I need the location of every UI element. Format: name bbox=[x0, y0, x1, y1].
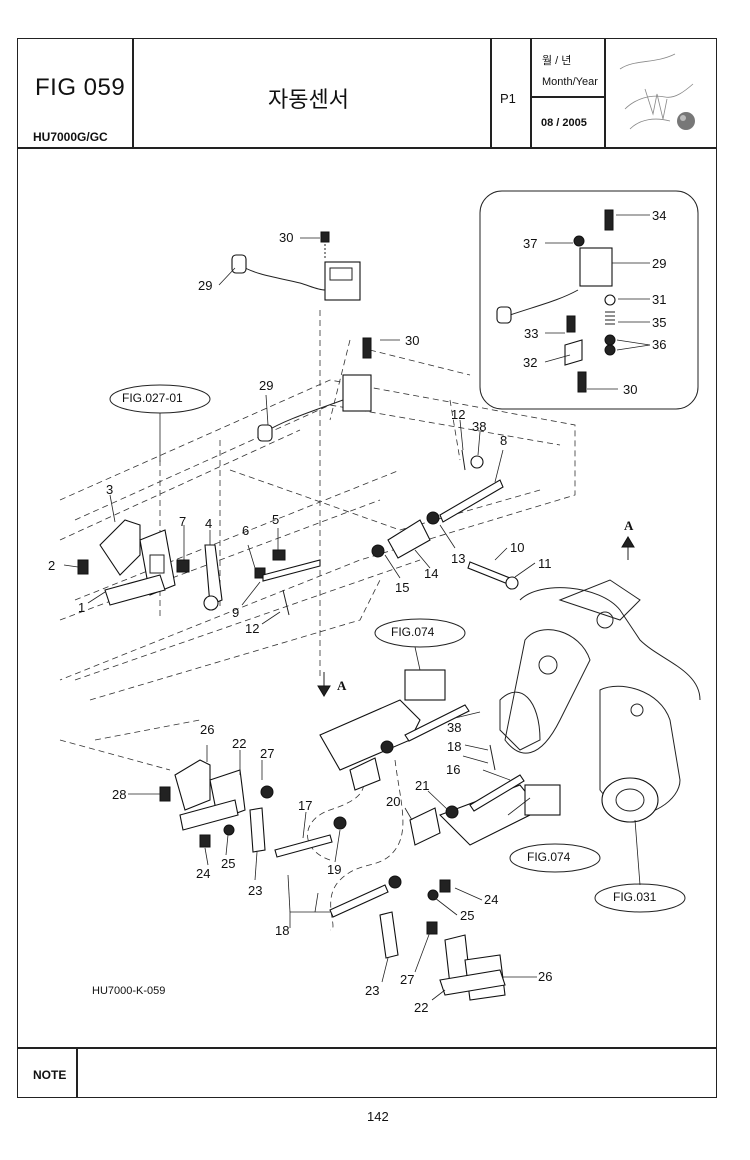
month-divider-1 bbox=[530, 96, 604, 98]
fig-label: FIG 059 bbox=[35, 74, 126, 101]
middle-rods bbox=[371, 449, 519, 590]
parts-diagram: .ln{stroke:#222;stroke-width:1;fill:none… bbox=[59, 190, 701, 1001]
left-sensor-bracket bbox=[77, 519, 321, 616]
page-title: 자동센서 bbox=[268, 87, 349, 112]
header-col-4 bbox=[604, 38, 606, 147]
lower-linkage bbox=[274, 704, 525, 918]
sensor-29-mid bbox=[257, 337, 372, 442]
header-col-2 bbox=[490, 38, 492, 147]
header-divider bbox=[17, 147, 717, 149]
month-year-kr: 월 / 년 bbox=[542, 55, 572, 67]
sensor-29-top bbox=[231, 231, 361, 301]
inset-sensor bbox=[496, 209, 616, 393]
lift-linkage bbox=[499, 579, 701, 823]
note-label: NOTE bbox=[33, 1068, 67, 1082]
revision-date: 08 / 2005 bbox=[541, 117, 587, 129]
inset-box bbox=[479, 190, 699, 410]
page-frame bbox=[17, 38, 717, 1098]
lower-right-sensor bbox=[379, 879, 506, 1001]
logo-image bbox=[619, 53, 695, 130]
page-number: 142 bbox=[367, 1109, 389, 1124]
fig-ref-074-bottom bbox=[509, 843, 601, 873]
model-label: HU7000G/GC bbox=[33, 130, 108, 144]
fig-ref-074-top bbox=[374, 618, 466, 648]
drawing-id: HU7000-K-059 bbox=[92, 985, 166, 997]
footer-divider bbox=[17, 1047, 717, 1049]
header-col-3 bbox=[530, 38, 532, 147]
page-code: P1 bbox=[500, 91, 516, 106]
fig-ref-031 bbox=[594, 883, 686, 913]
lower-left-sensor bbox=[159, 759, 274, 853]
header-col-1 bbox=[132, 38, 134, 147]
fig-ref-027 bbox=[109, 384, 211, 414]
note-col bbox=[76, 1047, 78, 1098]
valve-cylinders bbox=[319, 669, 561, 846]
month-year-en: Month/Year bbox=[542, 76, 598, 88]
chassis-outline bbox=[59, 310, 576, 771]
